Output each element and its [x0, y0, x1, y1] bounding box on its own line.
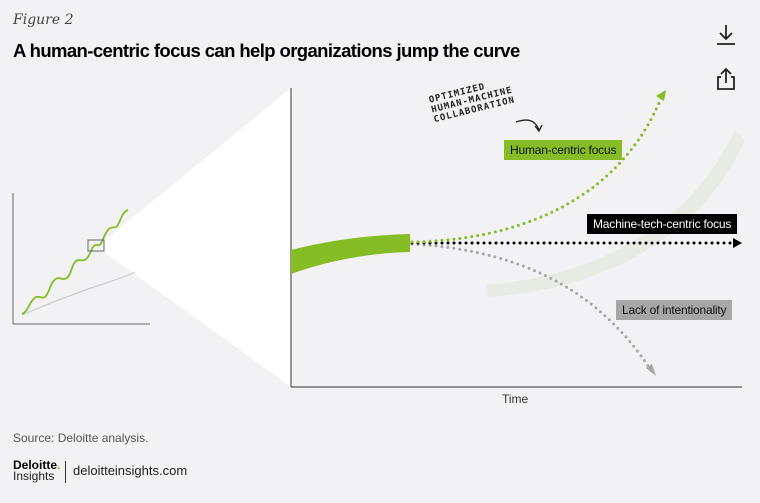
human-line — [410, 94, 664, 244]
machine-arrowhead — [733, 238, 742, 248]
human-arrowhead — [656, 90, 666, 101]
machine-centric-label: Machine-tech-centric focus — [587, 214, 738, 234]
deloitte-logo: Deloitte. Insights — [13, 458, 61, 483]
human-centric-band — [291, 234, 410, 274]
zoom-wedge — [104, 88, 291, 387]
human-centric-label: Human-centric focus — [504, 140, 623, 160]
mini-chart — [12, 193, 150, 325]
download-icon[interactable] — [713, 22, 739, 48]
figure-label: Figure 2 — [13, 12, 74, 28]
annotation-arrow — [515, 119, 540, 131]
page-title: A human-centric focus can help organizat… — [13, 40, 520, 61]
site-link[interactable]: deloitteinsights.com — [73, 463, 188, 478]
source-note: Source: Deloitte analysis. — [13, 431, 149, 445]
logo-sub: Insights — [13, 469, 55, 483]
lack-arrowhead — [646, 364, 656, 376]
logo-brand: Deloitte — [13, 458, 58, 472]
lack-line — [410, 242, 654, 374]
lack-of-intentionality-label: Lack of intentionality — [616, 300, 733, 320]
divider — [65, 461, 66, 483]
faint-curve — [487, 130, 745, 297]
logo-dot: . — [57, 458, 61, 472]
x-axis-label: Time — [502, 392, 529, 406]
share-icon[interactable] — [713, 66, 739, 92]
